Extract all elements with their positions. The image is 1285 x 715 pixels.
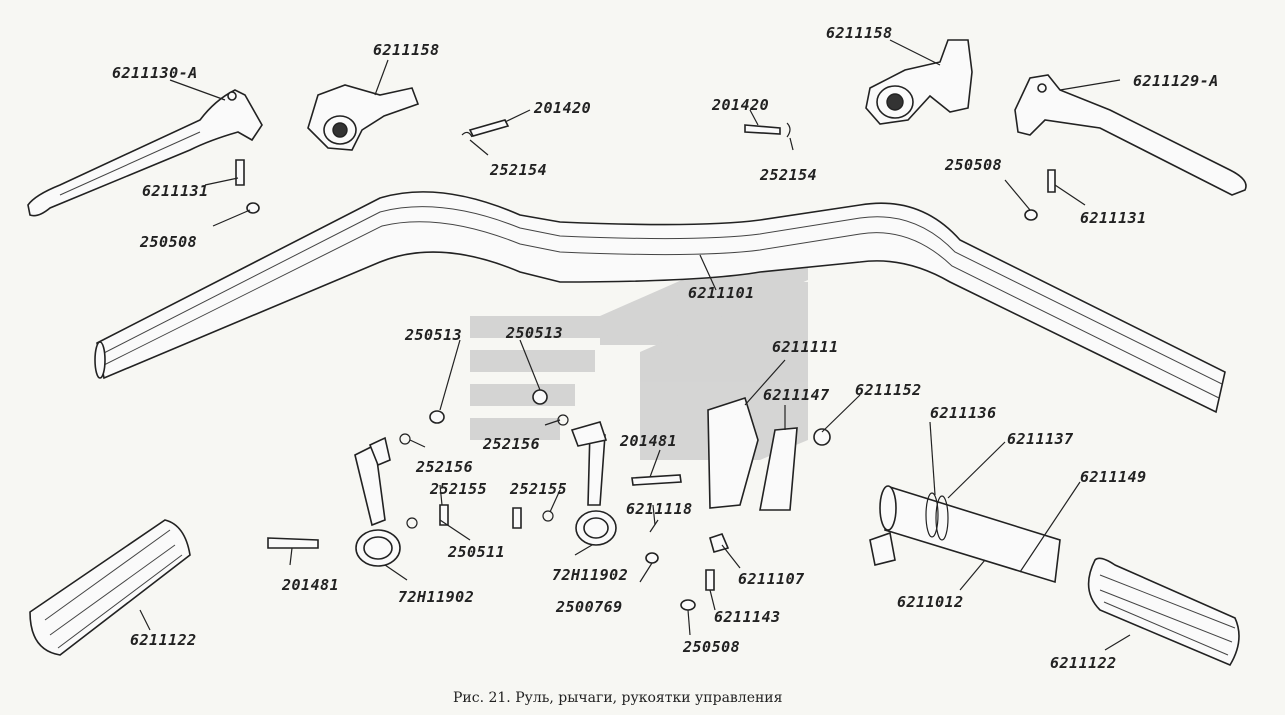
label-grip-left: 6211122 [130, 631, 197, 649]
right-grip-part [1087, 557, 1240, 667]
label-screw-a: 201481 [281, 576, 339, 594]
label-bracket-right: 6211158 [826, 24, 893, 42]
figure-caption: Рис. 21. Руль, рычаги, рукоятки управлен… [453, 690, 783, 706]
label-part-143: 6211143 [714, 608, 781, 626]
handlebar-part [94, 191, 1226, 414]
label-cap: 6211152 [855, 381, 922, 399]
label-nut-bottom: 250508 [682, 638, 740, 656]
label-clip-b: 252156 [482, 435, 540, 453]
leader-lines [139, 39, 1131, 651]
label-screw-b: 201481 [619, 432, 677, 450]
label-ring-a: 6211136 [930, 404, 997, 422]
label-throttle: 6211012 [897, 593, 964, 611]
label-bolt-left: 6211131 [142, 182, 209, 200]
throttle-tube-part [707, 396, 831, 511]
label-washer-right-top: 252154 [759, 166, 817, 184]
middle-parts [267, 389, 730, 611]
label-ring-b: 6211137 [1007, 430, 1074, 448]
label-clamp-b: 72Н11902 [552, 566, 628, 584]
label-lever-left: 6211130-А [112, 64, 198, 82]
label-spring-a: 252155 [429, 480, 487, 498]
label-bolt-right: 6211131 [1080, 209, 1147, 227]
label-lever-right: 6211129-А [1133, 72, 1219, 90]
left-lever-part [27, 89, 263, 217]
watermark-logo [470, 250, 808, 460]
right-bracket-part [865, 39, 973, 125]
label-washer-left-top: 252154 [489, 161, 547, 179]
label-nut-b: 250513 [505, 324, 563, 342]
label-part-118: 6211118 [626, 500, 693, 518]
part-labels: 6211130-А 6211158 201420 252154 6211131 … [112, 24, 1219, 672]
left-grip-part [29, 519, 191, 656]
label-washer-769: 2500769 [555, 598, 623, 616]
left-bracket-part [307, 84, 420, 151]
label-spring-b: 252155 [509, 480, 567, 498]
label-pin: 250511 [447, 543, 505, 561]
label-spring-c: 6211149 [1080, 468, 1147, 486]
label-nut-a: 250513 [404, 326, 462, 344]
label-part-107: 6211107 [738, 570, 805, 588]
label-nut-right: 250508 [944, 156, 1002, 174]
label-screw-right-top: 201420 [711, 96, 769, 114]
label-handlebar: 6211101 [688, 284, 755, 302]
label-screw-left-top: 201420 [533, 99, 591, 117]
label-clip-a: 252156 [415, 458, 473, 476]
small-fasteners-top [235, 119, 1056, 221]
right-lever-part [1014, 74, 1247, 196]
throttle-grip-part [869, 485, 1061, 584]
label-grip-right: 6211122 [1050, 654, 1117, 672]
label-clamp-a: 72Н11902 [398, 588, 474, 606]
label-tube-a: 6211111 [772, 338, 839, 356]
label-grip-b: 6211147 [763, 386, 830, 404]
label-nut-left: 250508 [139, 233, 197, 251]
label-bracket-left: 6211158 [373, 41, 440, 59]
